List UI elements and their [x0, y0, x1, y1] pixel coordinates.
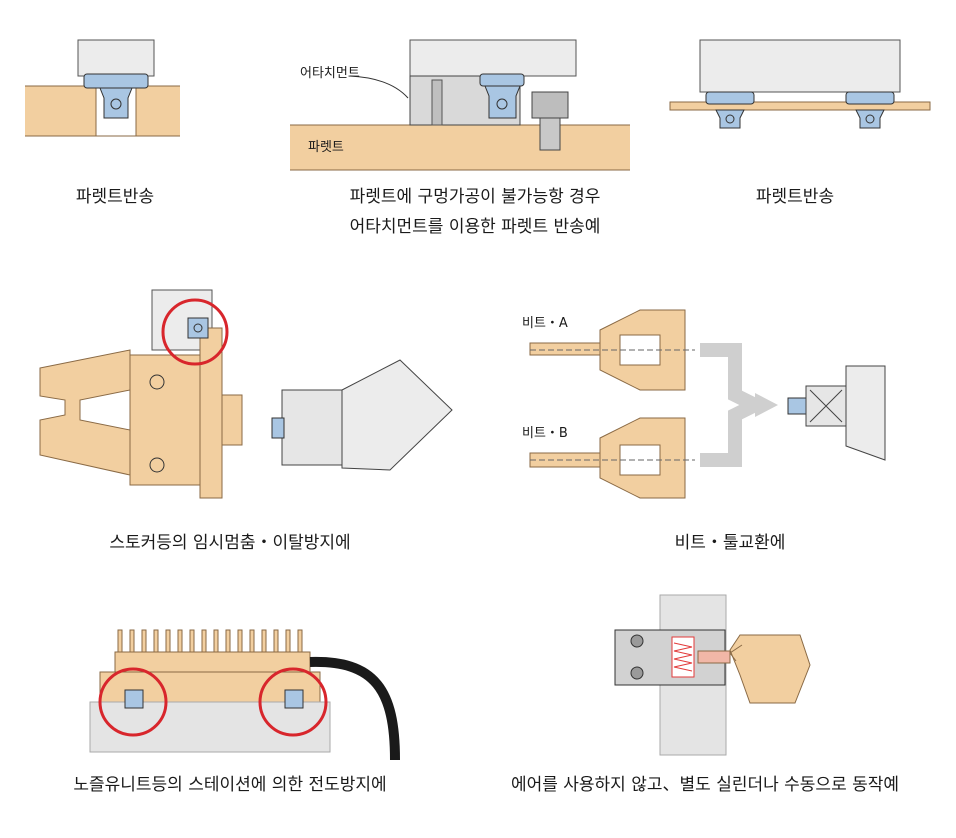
manual-operation-illustration — [614, 594, 811, 756]
pallet-label: 파렛트 — [308, 140, 344, 155]
stocker-stop-illustration — [39, 289, 453, 499]
caption-manual-operation: 에어를 사용하지 않고、별도 실린더나 수동으로 동작예 — [510, 775, 900, 795]
caption-bit-tool-change: 비트・툴교환에 — [674, 533, 786, 553]
bit-b-holder — [529, 417, 695, 499]
pallet-transfer-diagram-2 — [660, 39, 940, 140]
bit-tool-change-diagram: 비트・A 비트・B — [520, 300, 940, 510]
manual-operation-diagram — [600, 594, 840, 760]
pallet-transfer-diagram-1 — [0, 0, 200, 160]
caption-pallet-transfer-2: 파렛트반송 — [755, 187, 835, 207]
caption-attachment-line2: 어타치먼트를 이용한 파렛트 반송예 — [349, 217, 601, 237]
bit-tool-change-illustration — [529, 309, 886, 499]
nozzle-unit-diagram — [85, 629, 425, 761]
bit-b-label: 비트・B — [522, 426, 568, 441]
attachment-transfer-illustration — [290, 39, 630, 171]
caption-nozzle-unit: 노즐유니트등의 스테이션에 의한 전도방지에 — [73, 775, 387, 795]
caption-attachment-line1: 파렛트에 구멍가공이 불가능항 경우 — [349, 187, 601, 207]
caption-pallet-transfer-1: 파렛트반송 — [75, 187, 155, 207]
locating-pin-right — [845, 91, 895, 129]
attachment-transfer-diagram: 어타치먼트 파렛트 — [290, 39, 630, 180]
pallet-transfer-illustration-2 — [669, 39, 931, 129]
nozzle-unit-illustration — [89, 629, 400, 761]
attachment-label: 어타치먼트 — [300, 66, 360, 81]
stocker-stop-diagram — [39, 289, 460, 500]
locating-pin-left — [705, 91, 755, 129]
nozzle-row — [117, 629, 303, 653]
pallet-transfer-illustration-1 — [25, 39, 180, 137]
bit-a-label: 비트・A — [522, 316, 568, 331]
caption-stocker: 스토커등의 임시멈춤・이탈방지에 — [109, 533, 351, 553]
bit-a-holder — [529, 309, 695, 391]
